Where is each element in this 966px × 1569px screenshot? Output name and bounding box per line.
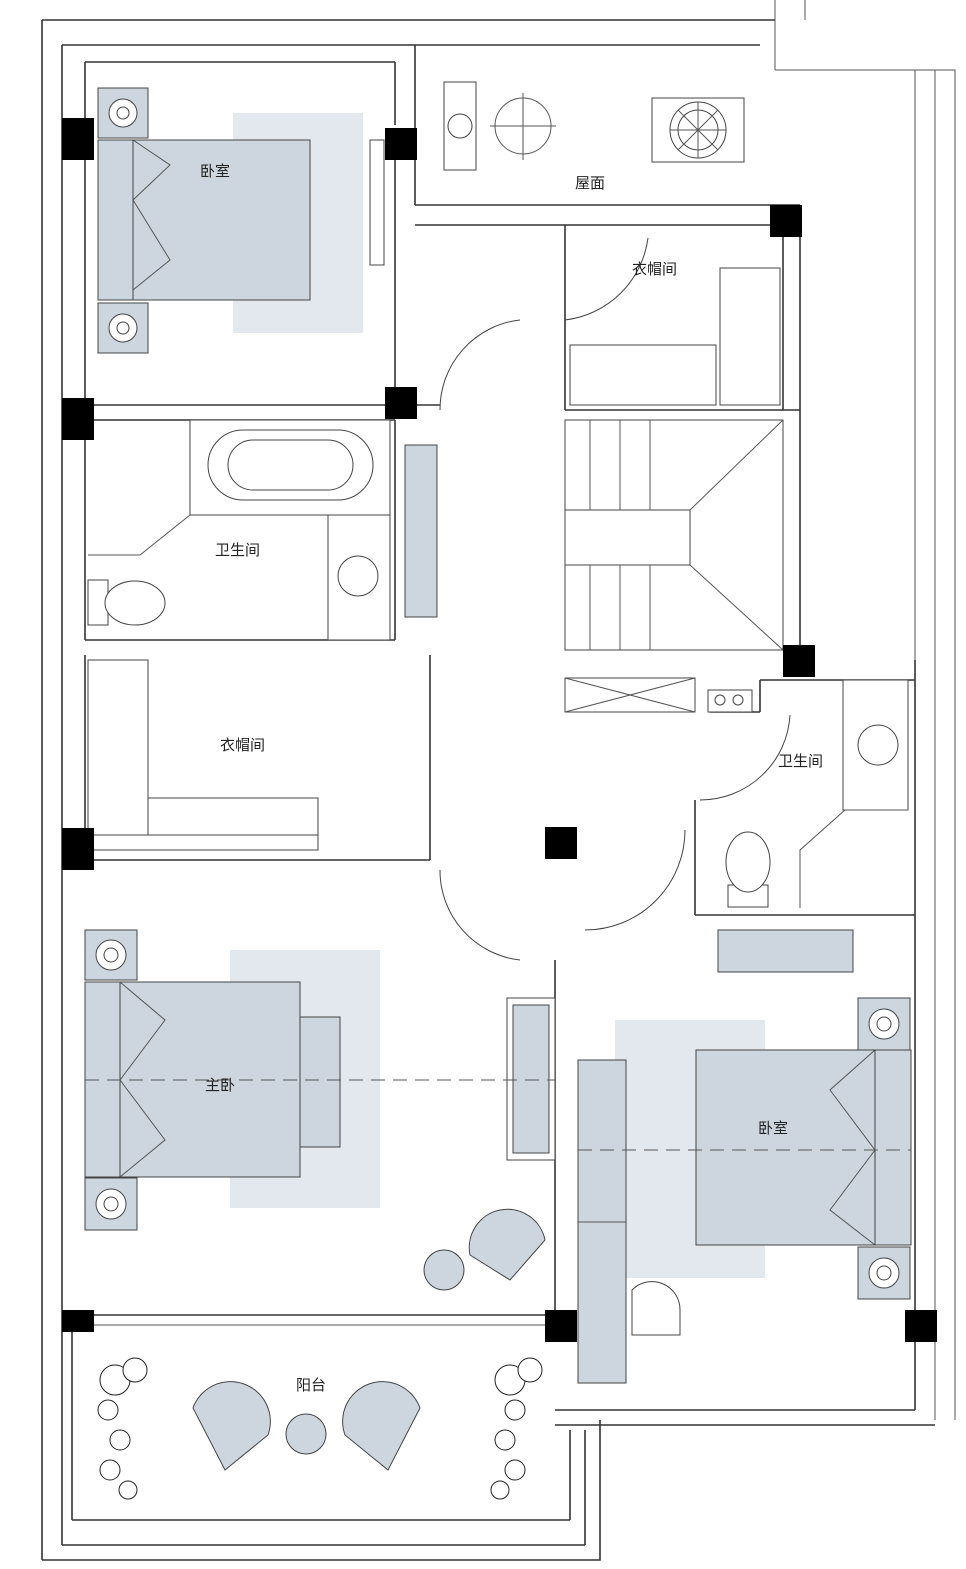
columns [62, 118, 937, 1342]
label-balcony: 阳台 [296, 1376, 326, 1394]
armchair [468, 1208, 546, 1281]
label-master-bedroom: 主卧 [205, 1076, 235, 1094]
label-bedroom-right: 卧室 [758, 1119, 788, 1137]
bathroom-right: 卫生间 [694, 679, 915, 916]
doors [439, 319, 791, 961]
plant [490, 1357, 543, 1500]
label-closet-left: 衣帽间 [220, 736, 265, 754]
label-roof: 屋面 [575, 174, 605, 192]
plant [97, 1357, 148, 1500]
sink [337, 555, 379, 597]
label-bathroom-right: 卫生间 [778, 752, 823, 770]
closet-top: 衣帽间 [564, 205, 801, 650]
bathroom-left: 卫生间 [84, 419, 438, 641]
stair [564, 419, 784, 713]
nightstand [84, 929, 138, 981]
bedroom-top: 卧室 [84, 61, 440, 406]
master-bedroom: 主卧 [84, 929, 556, 1310]
armchair [192, 1381, 271, 1471]
label-bathroom-left: 卫生间 [215, 541, 260, 559]
cabinet [404, 444, 438, 618]
toilet [725, 831, 771, 893]
balcony: 阳台 [62, 1314, 555, 1500]
bed-bench [299, 1016, 341, 1148]
bedroom-right: 卧室 [577, 929, 912, 1384]
side-table [423, 1249, 465, 1291]
sink [857, 724, 899, 766]
roof-area: 屋面 [414, 45, 800, 226]
cabinet [717, 929, 854, 973]
tv-cabinet [369, 139, 385, 266]
outer-walls [41, 0, 956, 1561]
side-table [285, 1413, 327, 1455]
armchair [342, 1381, 421, 1471]
chair [631, 1281, 681, 1336]
label-closet-top: 衣帽间 [632, 260, 677, 278]
toilet [104, 580, 166, 626]
nightstand [97, 87, 149, 139]
label-bedroom-top: 卧室 [200, 162, 230, 180]
closet-left: 衣帽间 [84, 655, 431, 861]
